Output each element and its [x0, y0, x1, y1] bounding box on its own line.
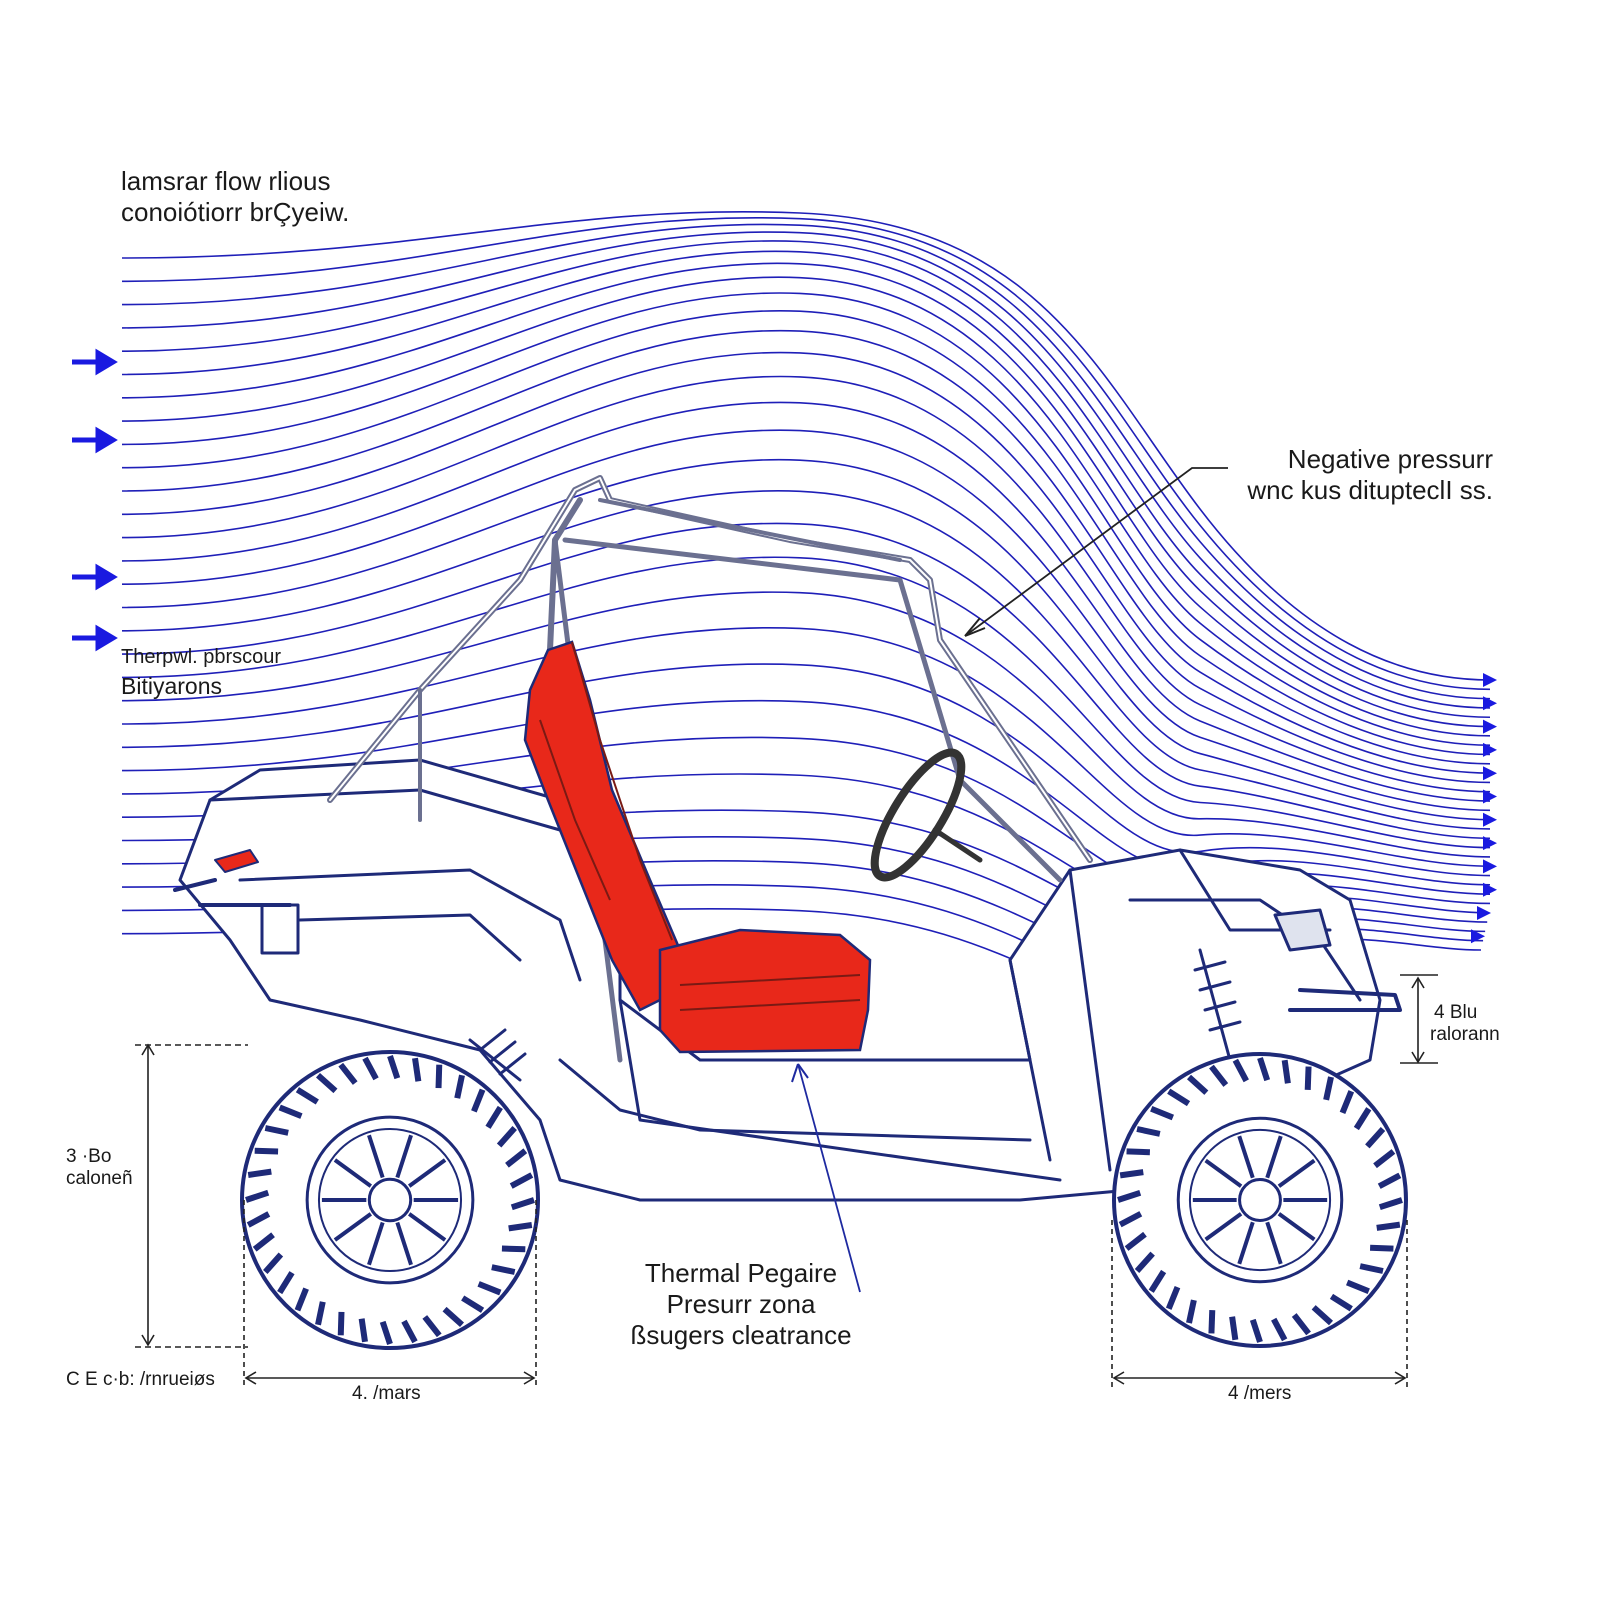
streamline — [121, 276, 1491, 746]
outlet-arrow-icon — [1483, 766, 1497, 781]
streamline — [121, 591, 1491, 858]
wheels — [240, 1050, 1408, 1350]
outlet-arrow-icon — [1483, 836, 1497, 851]
thermal-zone-line-3: ßsugers cleatrance — [630, 1320, 852, 1351]
thermal-zone-line-2: Presurr zona — [666, 1289, 816, 1320]
rear-wheel-dimension-label: 4 /mers — [1228, 1383, 1292, 1404]
outlet-arrow-icon — [1483, 812, 1497, 827]
flow-caption: lamsrar flow rlious conoiótiorr brÇyeiw. — [121, 166, 349, 227]
seat-cushion — [658, 928, 872, 1054]
front-bumper — [1288, 988, 1402, 1012]
inlet-arrow-icon — [72, 348, 118, 376]
right-height-line-2: ralorann — [1430, 1024, 1500, 1046]
outlet-arrow-icon — [1483, 696, 1497, 711]
streamline — [121, 663, 1491, 877]
flow-caption-line-2: conoiótiorr brÇyeiw. — [121, 196, 350, 227]
right-height-dimension-label: 4 Blu ralorann — [1430, 1002, 1500, 1047]
negative-pressure-line-1: Negative pressurr — [1287, 444, 1493, 474]
thermal-zone-line-1: Thermal Pegaire — [644, 1258, 838, 1288]
streamline — [121, 401, 1491, 802]
streamline — [121, 231, 1491, 709]
streamline — [121, 522, 1491, 840]
inlet-arrow-icon — [72, 624, 118, 652]
left-height-dimension-label: 3 ·Bo caloneñ — [66, 1146, 133, 1191]
streamline — [121, 699, 1491, 886]
outlet-arrow-icon — [1471, 929, 1485, 944]
negative-pressure-label: Negative pressurr wnc kus ditupteclI ss. — [1213, 444, 1493, 505]
left-height-line-2: caloneñ — [66, 1168, 133, 1190]
outlet-arrow-icon — [1483, 742, 1497, 757]
inlet-arrow-icon — [72, 426, 118, 454]
streamline — [121, 429, 1491, 812]
front-wheel — [1112, 1052, 1408, 1348]
streamline — [121, 458, 1491, 821]
streamline — [121, 262, 1491, 737]
rear-shock — [468, 1028, 527, 1082]
right-height-line-1: 4 Blu — [1434, 1002, 1478, 1023]
flow-caption-line-1: lamsrar flow rlious — [121, 166, 331, 196]
inlet-flow-arrows — [72, 348, 118, 652]
outlet-arrow-icon — [1477, 906, 1491, 920]
front-wheel-dimension-label: 4. /mars — [352, 1383, 421, 1404]
negative-pressure-leader — [964, 467, 1228, 637]
streamline — [121, 210, 1491, 681]
left-height-line-1: 3 ·Bo — [66, 1146, 112, 1167]
rear-wheel — [240, 1050, 540, 1350]
bottom-left-dimension-caption: C E c·b: /rnrueiøs — [66, 1369, 215, 1390]
thermal-boundary-label: Therpwl. pbrscour Bitiyarons — [121, 646, 281, 700]
streamline — [121, 351, 1491, 784]
thermal-pressure-zone-label: Thermal Pegaire Presurr zona ßsugers cle… — [600, 1258, 882, 1352]
streamline — [121, 223, 1491, 700]
negative-pressure-line-2: wnc kus ditupteclI ss. — [1247, 474, 1493, 505]
outlet-arrow-icon — [1483, 673, 1497, 687]
streamline — [121, 250, 1491, 728]
headlight — [1273, 908, 1332, 952]
tail-light — [214, 849, 259, 873]
streamline — [121, 626, 1491, 868]
front-shock — [1193, 948, 1242, 1062]
streamline — [121, 490, 1491, 830]
streamline — [121, 375, 1491, 793]
thermal-boundary-line-2: Bitiyarons — [121, 672, 222, 699]
outlet-flow-arrows — [1471, 673, 1497, 944]
outlet-arrow-icon — [1483, 719, 1497, 734]
thermal-zone-leader — [797, 1063, 861, 1293]
steering-wheel — [870, 748, 966, 882]
outlet-arrow-icon — [1483, 859, 1497, 874]
driver-seat — [523, 640, 872, 1054]
streamline — [121, 216, 1491, 691]
outlet-arrow-icon — [1483, 789, 1497, 804]
streamline — [121, 292, 1491, 756]
outlet-arrow-icon — [1483, 882, 1497, 897]
inlet-arrow-icon — [72, 563, 118, 591]
thermal-boundary-line-1: Therpwl. pbrscour — [121, 646, 282, 668]
dimension-lines — [135, 974, 1438, 1388]
annotation-leaders — [791, 467, 1228, 1293]
streamline — [121, 240, 1491, 719]
rear-bumper — [173, 878, 292, 907]
streamline — [121, 309, 1491, 765]
side-box — [260, 903, 300, 955]
streamline — [121, 556, 1491, 849]
streamline — [121, 329, 1491, 774]
